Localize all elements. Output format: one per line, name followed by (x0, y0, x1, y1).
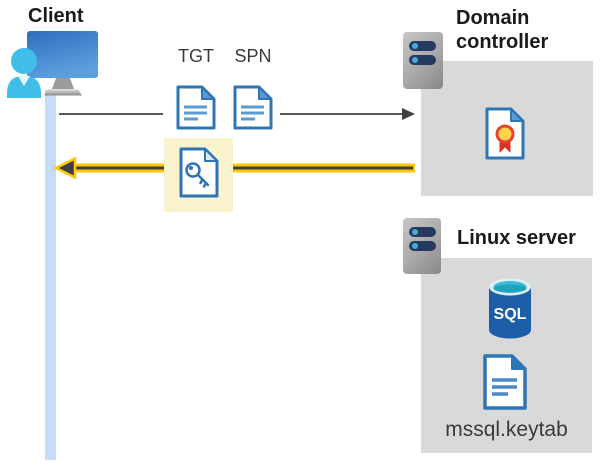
key-document-icon (179, 147, 219, 198)
workstation-user-icon (7, 31, 98, 98)
keytab-filename: mssql.keytab (445, 418, 568, 441)
server-led (412, 243, 418, 249)
user-icon (7, 48, 41, 98)
server-icon (403, 32, 443, 89)
server-drive-bar (409, 241, 436, 251)
sql-database-icon: SQL (489, 278, 531, 339)
keytab-document-icon (483, 354, 527, 410)
response-arrow (53, 156, 415, 180)
tgt-label: TGT (178, 46, 214, 66)
server-drive-bar (409, 227, 436, 237)
server-led (412, 57, 418, 63)
linux-server-title: Linux server (457, 227, 576, 249)
spn-label: SPN (234, 46, 272, 66)
domain-controller-title: Domain controller (456, 7, 549, 53)
server-drive-bar (409, 41, 436, 51)
sql-label: SQL (494, 306, 527, 323)
monitor-icon (27, 31, 98, 96)
server-icon (403, 218, 441, 274)
tgt-document-icon (176, 85, 216, 130)
client-title: Client (28, 5, 84, 27)
certificate-document-icon (485, 107, 525, 160)
server-led (412, 43, 418, 49)
spn-document-icon (233, 85, 273, 130)
server-led (412, 229, 418, 235)
server-drive-bar (409, 55, 436, 65)
client-lifeline-bar (45, 90, 56, 460)
